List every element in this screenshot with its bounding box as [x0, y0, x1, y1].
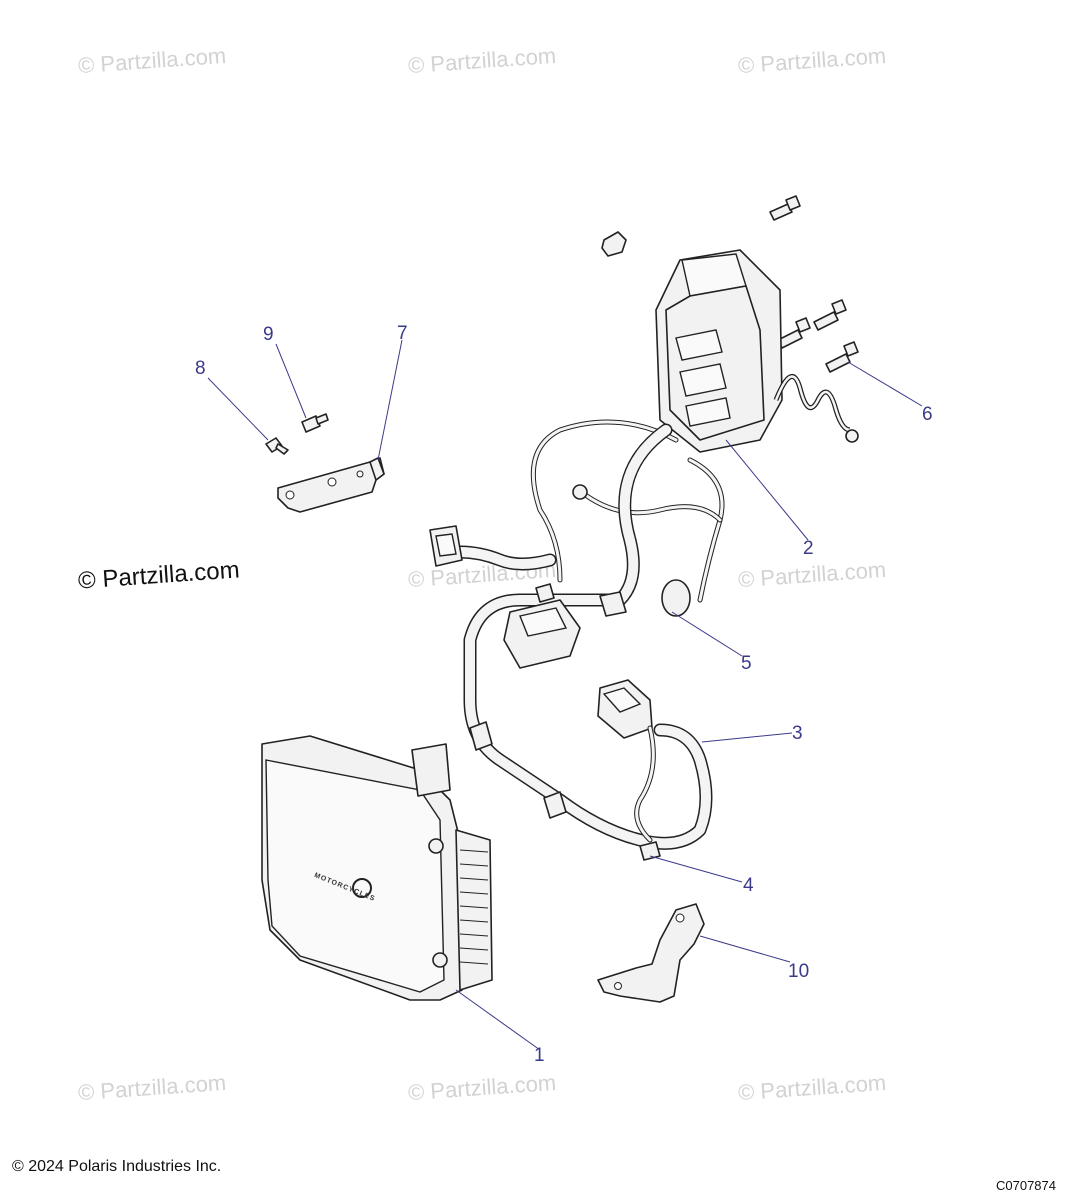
leader-9: [275, 343, 307, 419]
callout-10[interactable]: 10: [788, 961, 810, 982]
leader-7: [377, 339, 403, 461]
callout-5[interactable]: 5: [741, 653, 752, 674]
callout-6[interactable]: 6: [922, 404, 933, 425]
wire-harness-5: [429, 419, 725, 861]
bracket-10: [597, 903, 705, 1003]
figure-code: C0707874: [996, 1178, 1056, 1193]
leader-2: [725, 439, 809, 541]
callout-9[interactable]: 9: [263, 324, 274, 345]
leader-4: [649, 855, 743, 883]
callout-3[interactable]: 3: [792, 723, 803, 744]
leader-5: [671, 611, 743, 657]
bolts-6: [601, 195, 859, 373]
callout-2[interactable]: 2: [803, 538, 814, 559]
callout-4[interactable]: 4: [743, 875, 754, 896]
callout-1[interactable]: 1: [534, 1045, 545, 1066]
leader-1: [455, 989, 541, 1051]
leader-3: [701, 732, 793, 743]
leader-6: [847, 361, 923, 407]
leader-8: [207, 377, 269, 441]
connector-module-2: [655, 249, 859, 453]
ecu-cooling-fins: [459, 849, 489, 965]
leader-10: [699, 935, 791, 963]
bracket-7: [277, 457, 385, 513]
ecu-1: [261, 735, 493, 1001]
screw-9: [301, 413, 329, 433]
callout-7[interactable]: 7: [397, 323, 408, 344]
copyright-text: © 2024 Polaris Industries Inc.: [12, 1158, 222, 1175]
push-rivet-8: [265, 437, 289, 455]
callout-8[interactable]: 8: [195, 358, 206, 379]
